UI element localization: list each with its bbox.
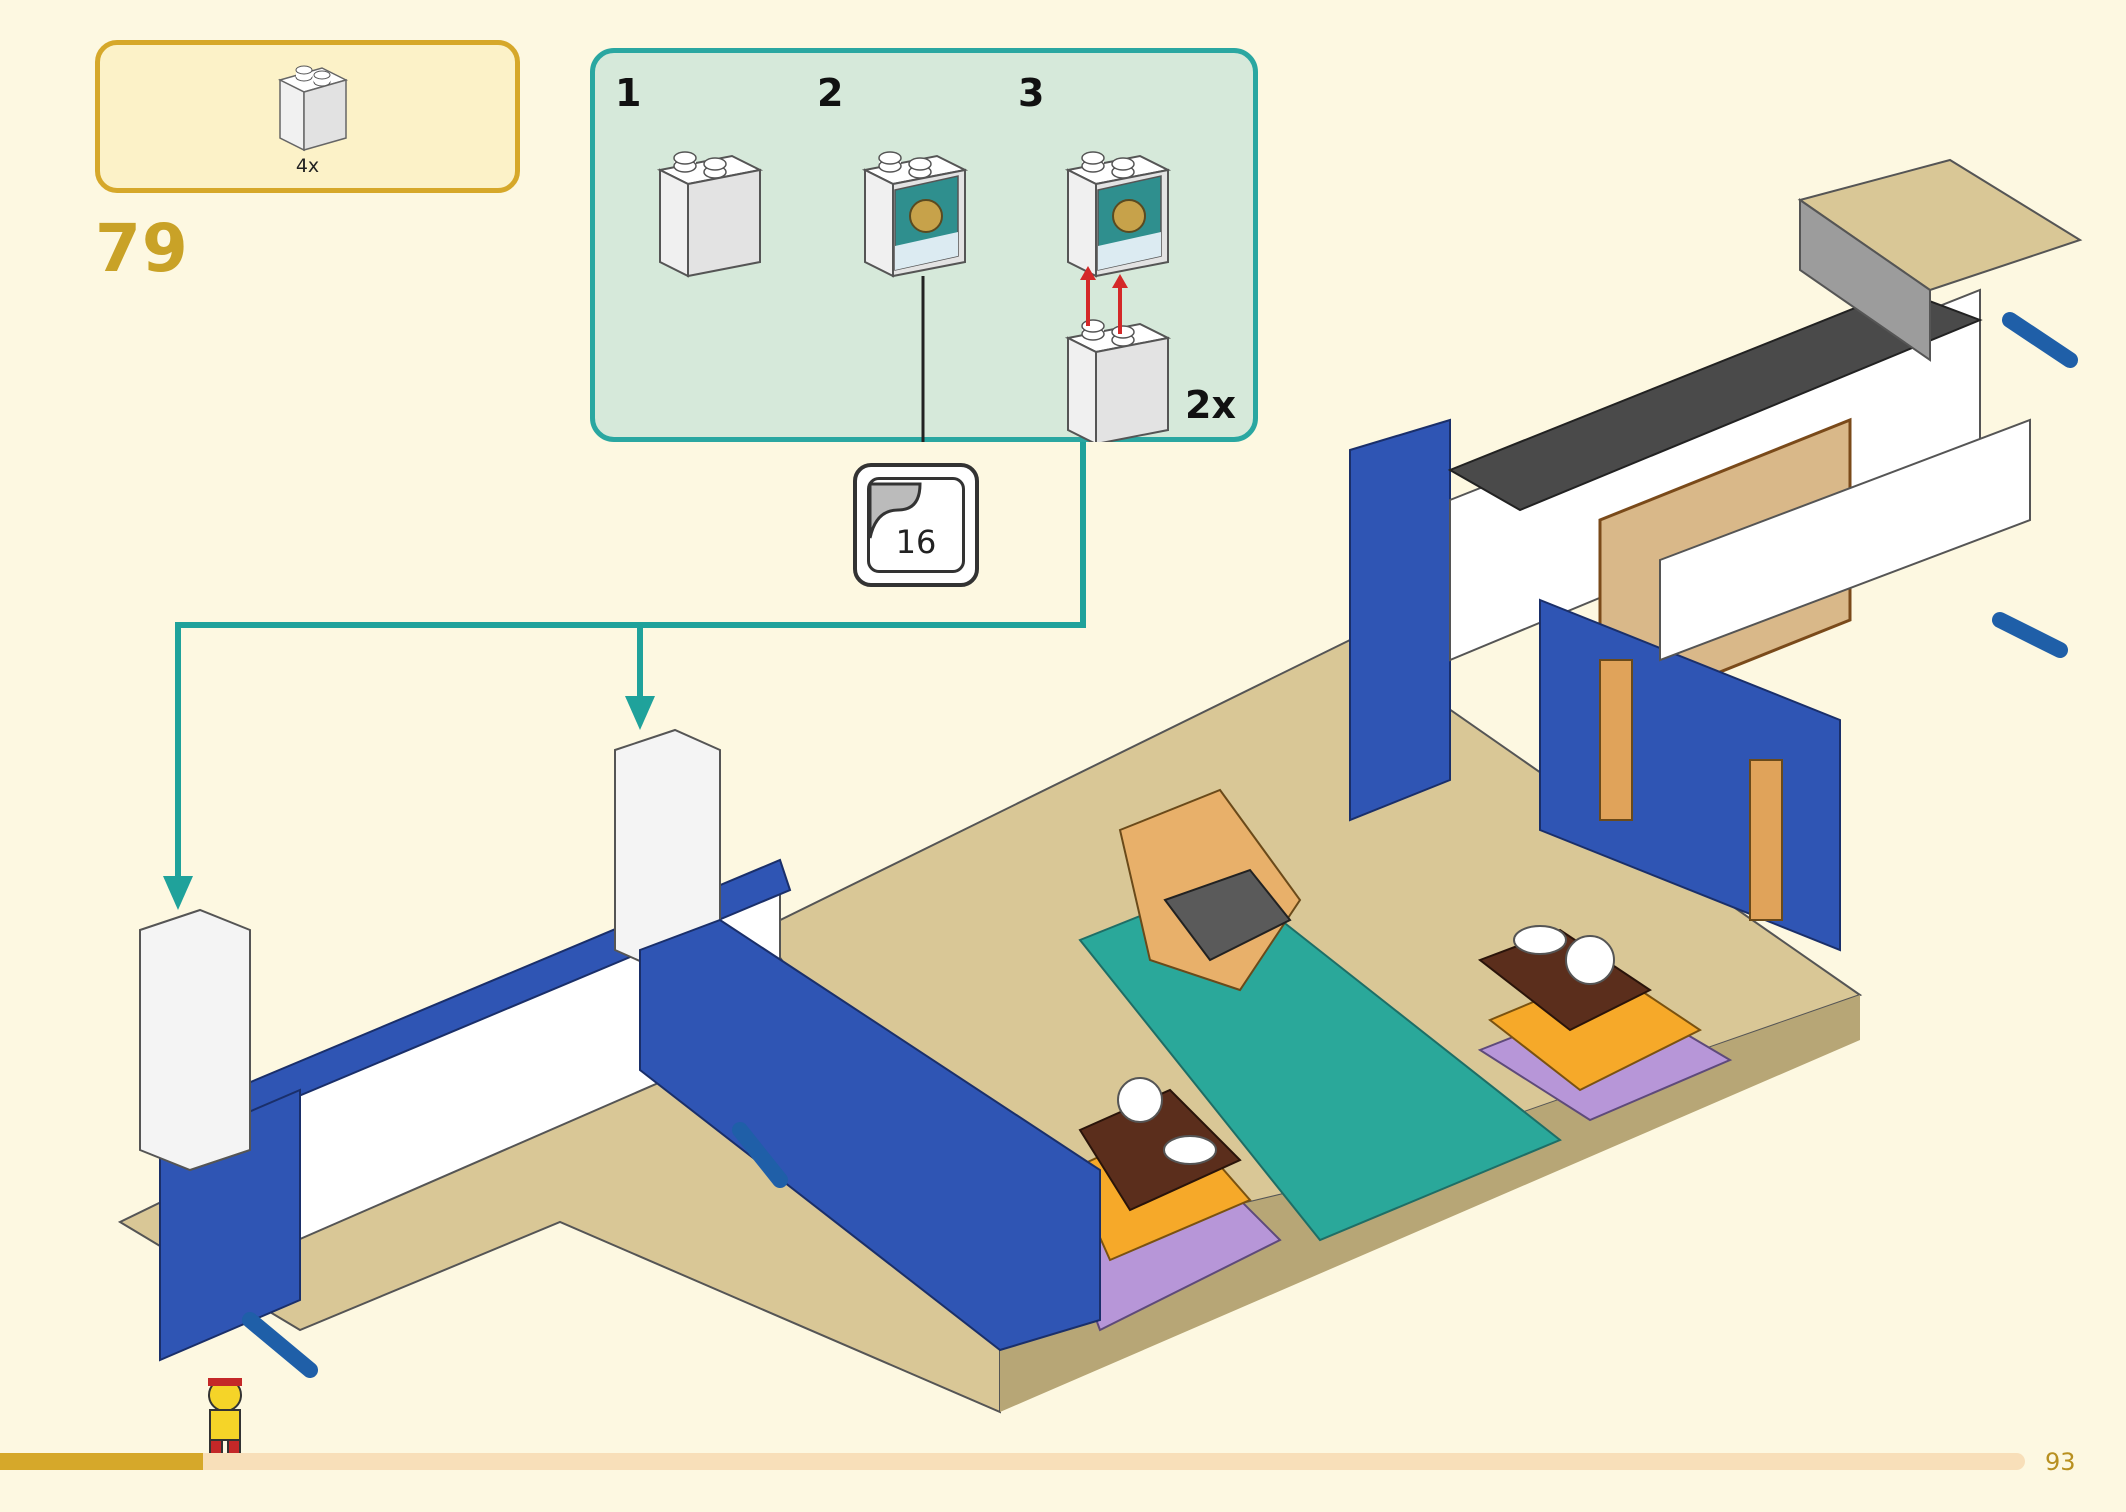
progress-fill [0,1453,203,1470]
part-quantity: 4x [295,155,320,177]
substep-3-number: 3 [1018,71,1045,115]
callout-bricks-illustration [659,151,1169,442]
step-number: 79 [95,210,189,287]
progress-track [0,1453,2025,1470]
sticker-reference: 16 [853,463,979,587]
callout-multiplier: 2x [1185,383,1236,427]
substep-2-number: 2 [817,71,844,115]
subassembly-callout: 1 2 3 2x [590,48,1258,442]
sticker-icon [867,477,965,573]
page-number: 93 [2045,1448,2076,1476]
sticker-number: 16 [895,523,937,561]
white-brick-icon [277,65,349,152]
substep-1-number: 1 [615,71,642,115]
parts-list-box: 4x [95,40,520,193]
